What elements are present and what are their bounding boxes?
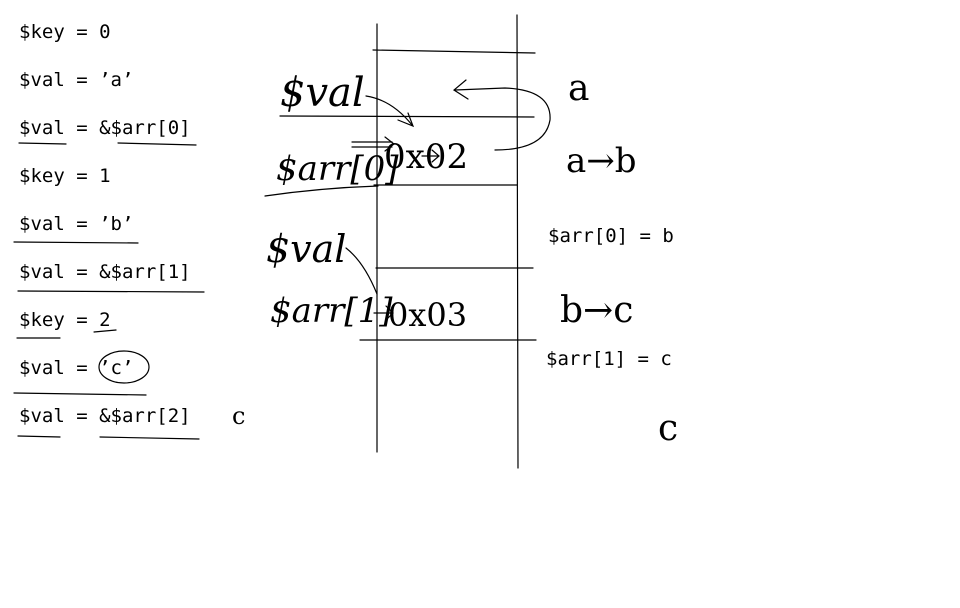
handwritten-arr1: $arr[1] bbox=[270, 291, 393, 331]
code-line-key-2: $key = 2 bbox=[19, 309, 111, 331]
handwritten-letter-a: a bbox=[568, 68, 589, 109]
arrow-val-head bbox=[397, 112, 415, 128]
addr-arrow-mark-2 bbox=[373, 305, 394, 321]
underline-val-line3 bbox=[18, 142, 67, 145]
addr-arrow-mark bbox=[421, 149, 440, 163]
code-line-key-0: $key = 0 bbox=[19, 21, 111, 43]
handwritten-val-2: $val bbox=[266, 227, 346, 271]
handwritten-arr0: $arr[0] bbox=[276, 149, 399, 189]
code-line-val-a: $val = ’a’ bbox=[19, 69, 134, 91]
code-line-ref-arr2: $val = &$arr[2] bbox=[19, 405, 191, 427]
handwritten-address-03: 0x03 bbox=[388, 296, 467, 334]
code-line-ref-arr0: $val = &$arr[0] bbox=[19, 117, 191, 139]
memory-divider-1 bbox=[372, 49, 536, 54]
memory-divider-2 bbox=[279, 115, 535, 118]
code-line-val-b: $val = ’b’ bbox=[19, 213, 134, 235]
underline-val-b-line bbox=[13, 241, 139, 244]
arrow-val-to-address bbox=[365, 95, 413, 126]
memory-column-right-line bbox=[516, 14, 519, 469]
underline-key-2 bbox=[93, 329, 117, 333]
handwritten-address-02: 0x02 bbox=[384, 137, 468, 177]
underline-arr2-line9 bbox=[99, 436, 200, 440]
underline-ref-arr1-line bbox=[17, 290, 205, 293]
handwritten-a-to-b: a→b bbox=[566, 141, 637, 181]
handwritten-c-right: c bbox=[658, 408, 678, 449]
curved-arrow-return bbox=[454, 87, 551, 151]
circle-around-c bbox=[98, 350, 150, 384]
underline-val-c-line bbox=[13, 392, 147, 396]
handwritten-c-left: c bbox=[232, 402, 245, 430]
code-line-ref-arr1: $val = &$arr[1] bbox=[19, 261, 191, 283]
curved-arrow-head bbox=[452, 79, 469, 100]
double-arrow-head bbox=[384, 136, 395, 152]
handwritten-val-1: $val bbox=[280, 70, 365, 116]
underline-val-line9 bbox=[17, 435, 61, 438]
code-line-key-1: $key = 1 bbox=[19, 165, 111, 187]
underline-arr0-line3 bbox=[117, 142, 197, 146]
note-arr0-equals-b: $arr[0] = b bbox=[548, 225, 674, 247]
handwritten-b-to-c: b→c bbox=[560, 290, 633, 331]
note-arr1-equals-c: $arr[1] = c bbox=[546, 348, 672, 370]
underline-arr0-handwritten bbox=[264, 185, 379, 197]
arrow-val2-to-address bbox=[345, 247, 378, 295]
code-line-val-c: $val = ’c’ bbox=[19, 357, 134, 379]
